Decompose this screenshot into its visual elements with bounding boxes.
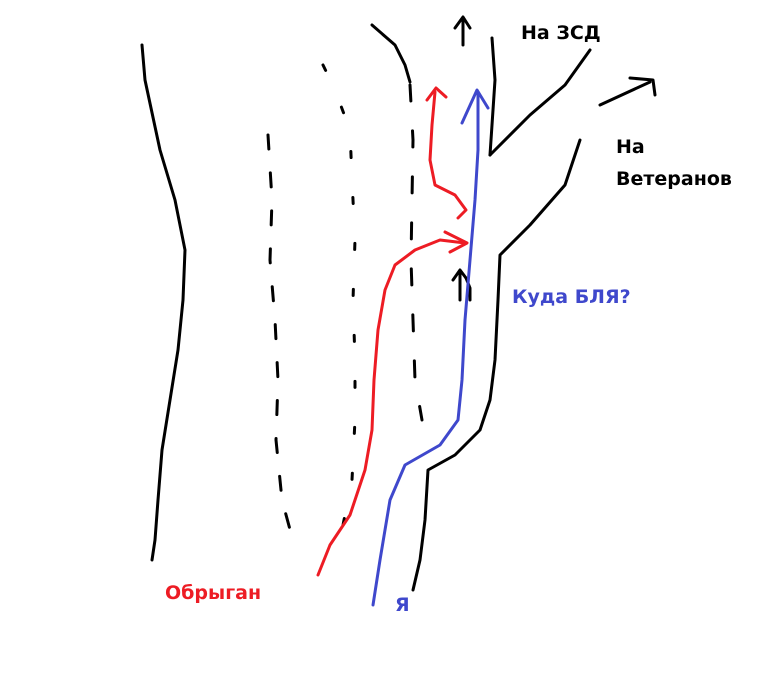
other-driver-arrowhead bbox=[443, 230, 469, 254]
my-path bbox=[371, 90, 480, 607]
label-me: Я bbox=[395, 594, 410, 616]
lane-divider-3 bbox=[408, 83, 424, 422]
lane-divider-2 bbox=[321, 63, 357, 562]
zsd-branch-inner bbox=[488, 36, 497, 157]
label-to-zsd: На ЗСД bbox=[521, 22, 601, 44]
other-driver-path bbox=[316, 238, 467, 577]
arrow-right-icon bbox=[598, 76, 657, 107]
road-right-edge bbox=[411, 138, 582, 592]
lane-divider-1 bbox=[266, 133, 297, 550]
label-other-driver: Обрыган bbox=[165, 582, 262, 604]
arrow-up-icon bbox=[453, 15, 472, 47]
zsd-branch-edge bbox=[488, 48, 592, 157]
other-driver-path-2 bbox=[428, 90, 468, 220]
road-right-edge-top bbox=[370, 23, 412, 84]
label-to-veteranov-1: На bbox=[616, 136, 645, 158]
my-path-arrowhead bbox=[460, 88, 490, 125]
road-left-edge bbox=[140, 43, 187, 562]
other-driver-arrowhead-2 bbox=[425, 86, 448, 102]
label-where: Куда БЛЯ? bbox=[512, 286, 631, 308]
label-to-veteranov-2: Ветеранов bbox=[616, 168, 732, 190]
